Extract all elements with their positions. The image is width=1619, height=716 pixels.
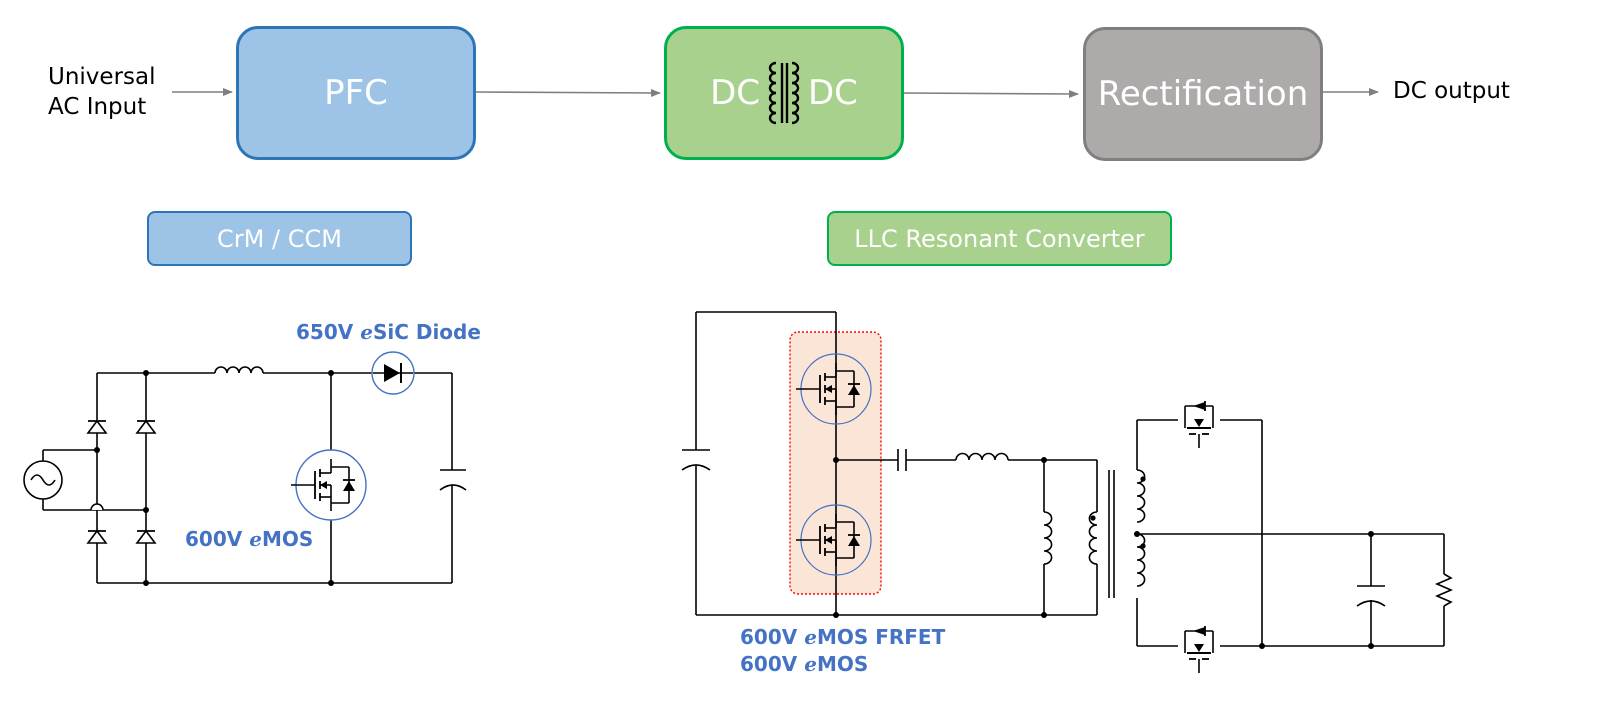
llc-mos-e-logo: e xyxy=(804,652,817,676)
sr-top-mosfet-icon xyxy=(1184,400,1214,449)
sic-diode-rating: 650V xyxy=(296,320,361,344)
dcdc-left-label: DC xyxy=(710,73,760,113)
input-label-line1: Universal xyxy=(48,64,156,90)
dcdc-mode-label: LLC Resonant Converter xyxy=(854,224,1145,253)
pfc-mode-label: CrM / CCM xyxy=(217,224,342,253)
llc-mos-label-line1: 600V eMOS FRFET xyxy=(740,624,945,651)
llc-mos-label: 600V eMOS FRFET 600V eMOS xyxy=(740,624,945,678)
input-label-line2: AC Input xyxy=(48,94,147,120)
pfc-mos-e-logo: e xyxy=(249,527,262,551)
llc-mos-rating: 600V xyxy=(740,652,805,676)
sic-diode-e-logo: e xyxy=(360,320,373,344)
input-label: Universal AC Input xyxy=(48,62,156,122)
pfc-mos-type: MOS xyxy=(261,527,314,551)
sic-diode-icon xyxy=(384,364,400,382)
pfc-block: PFC xyxy=(236,26,476,160)
bridge-diode-2 xyxy=(136,420,156,434)
llc-mos-label-line2: 600V eMOS xyxy=(740,651,945,678)
output-label: DC output xyxy=(1393,78,1510,104)
sr-bottom-mosfet-icon xyxy=(1184,625,1214,674)
pfc-mos-rating: 600V xyxy=(185,527,250,551)
bridge-diode-3 xyxy=(87,530,107,544)
bridge-diode-4 xyxy=(136,530,156,544)
pfc-mos-label: 600V eMOS xyxy=(185,527,313,551)
dcdc-block: DC DC xyxy=(664,26,904,160)
arrow-pfc-to-dcdc xyxy=(475,88,661,97)
sic-diode-type: SiC Diode xyxy=(372,320,481,344)
arrow-dcdc-to-rect xyxy=(903,89,1079,98)
pfc-circuit xyxy=(42,366,467,584)
rectification-block: Rectification xyxy=(1083,27,1323,161)
pfc-mode-pill: CrM / CCM xyxy=(147,211,412,266)
llc-frfet-e-logo: e xyxy=(804,625,817,649)
sic-diode-label: 650V eSiC Diode xyxy=(296,320,481,344)
llc-mos-type: MOS xyxy=(816,652,869,676)
dcdc-right-label: DC xyxy=(808,73,858,113)
transformer-icon xyxy=(768,61,800,125)
llc-frfet-rating: 600V xyxy=(740,625,805,649)
llc-frfet-type: MOS FRFET xyxy=(816,625,946,649)
pfc-block-label: PFC xyxy=(324,73,388,113)
rectification-block-label: Rectification xyxy=(1097,74,1309,114)
bridge-diode-1 xyxy=(87,420,107,434)
dcdc-mode-pill: LLC Resonant Converter xyxy=(827,211,1172,266)
